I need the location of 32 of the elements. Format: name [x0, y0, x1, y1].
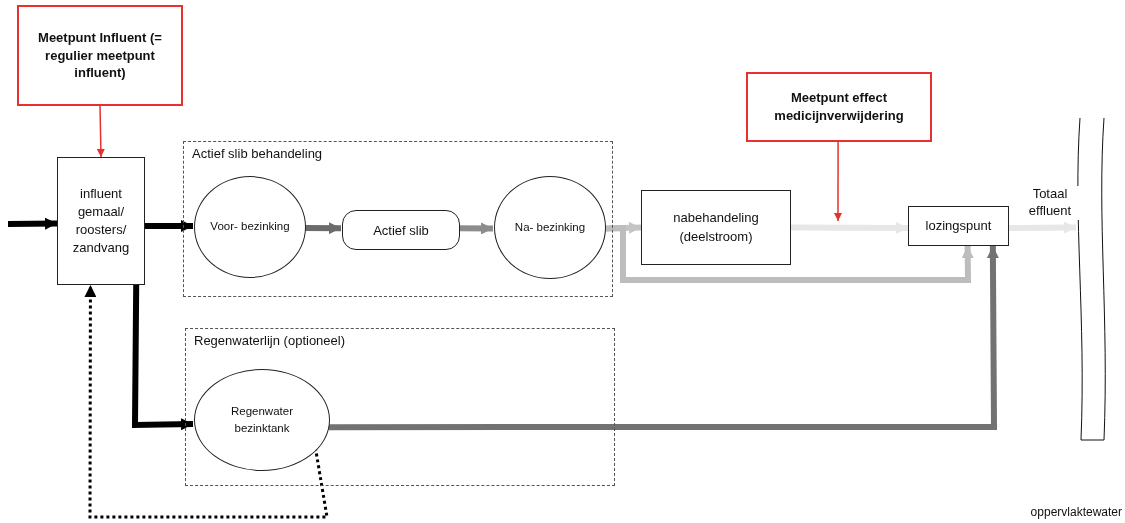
node-label: Actief slib [373, 222, 429, 238]
measurement-point-box [746, 72, 932, 142]
flow-arrow [7, 217, 58, 230]
process-box [641, 190, 791, 265]
node-label: Na- bezinking [514, 219, 586, 235]
process-box [57, 157, 145, 285]
node-label: Voor- bezinking [210, 219, 290, 235]
flow-arrow [791, 221, 908, 234]
group-title: Actief slib behandeling [192, 146, 323, 161]
group-title: Regenwaterlijn (optioneel) [194, 333, 346, 348]
node-label: Meetpunt Influent (= regulier meetpunt influent) [37, 29, 163, 82]
node-label: Meetpunt effect medicijnverwijdering [773, 89, 905, 125]
flow-arrow [604, 224, 974, 283]
flow-arrow [1008, 221, 1077, 234]
node-label: nabehandeling (deelstroom) [672, 209, 760, 246]
measurement-point-box [17, 5, 183, 106]
flow-arrow [305, 222, 341, 235]
process-box [908, 206, 1009, 246]
flow-arrow [834, 141, 842, 222]
flow-arrow [96, 105, 105, 158]
node-label: Regenwater bezinktank [230, 403, 294, 436]
dotted-return-arrow [84, 285, 329, 519]
node-label: influent gemaal/ roosters/ zandvang [71, 184, 131, 258]
flow-arrow [145, 220, 193, 233]
process-pill [342, 210, 460, 250]
group-frame [185, 328, 615, 486]
group-frame [183, 141, 613, 297]
flow-arrow [131, 284, 194, 431]
node-label: lozingspunt [925, 216, 992, 235]
flow-arrow [329, 245, 999, 431]
water-body-label: oppervlaktewater [1030, 505, 1122, 519]
flow-arrow [458, 222, 494, 235]
